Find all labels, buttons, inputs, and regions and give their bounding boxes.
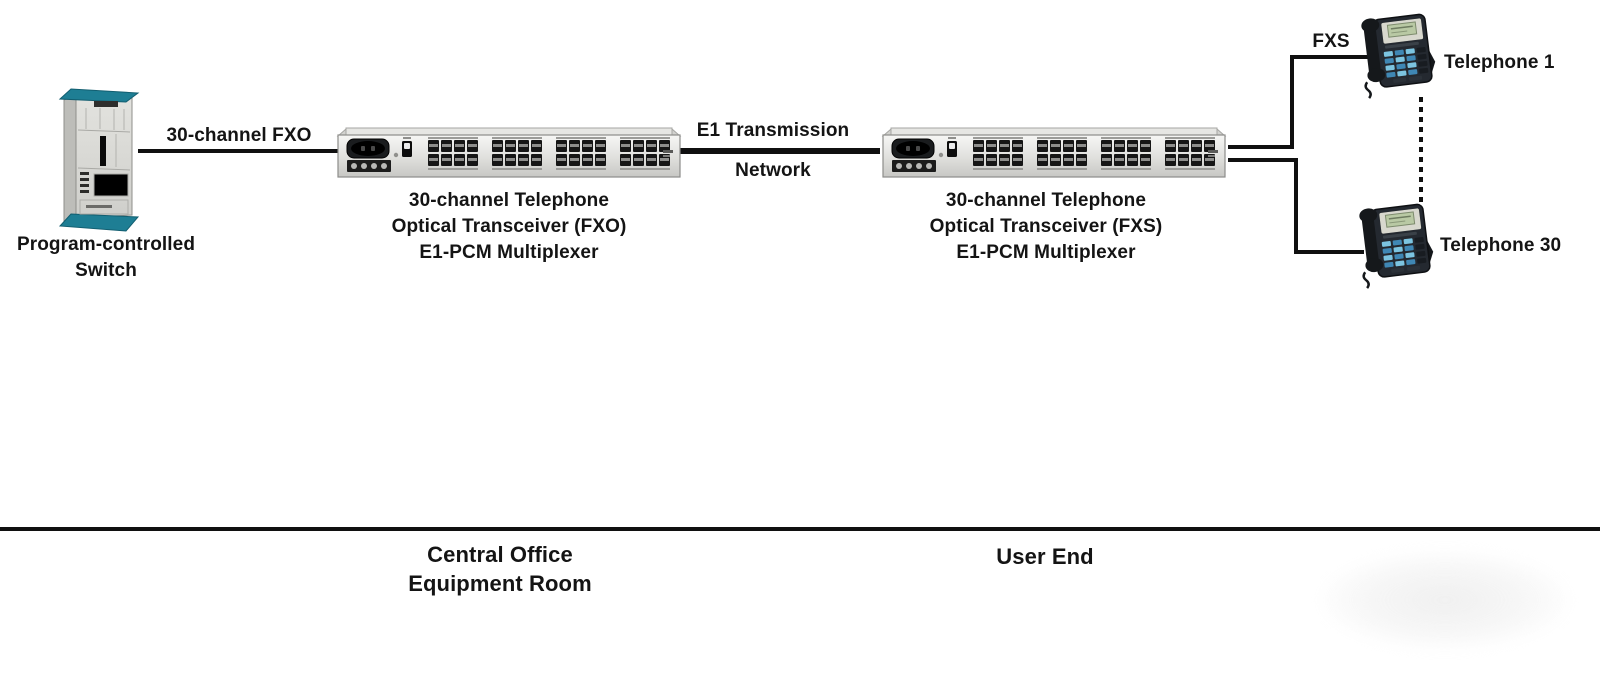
switch-label: Program-controlled Switch	[8, 232, 204, 284]
link-phone30-line-h2	[1294, 250, 1364, 254]
mux-fxo-label-line2: Optical Transceiver (FXO)	[391, 216, 627, 237]
watermark-smudge	[1320, 550, 1570, 650]
link-phone30-line-h1	[1228, 158, 1298, 162]
mux-fxs-label: 30-channel Telephone Optical Transceiver…	[870, 188, 1222, 266]
link-e1-label-line1: E1 Transmission	[696, 120, 850, 141]
link-fxs-line-h2	[1290, 55, 1380, 59]
zone-central-office-line2: Equipment Room	[408, 571, 592, 596]
link-fxs-label: FXS	[1312, 31, 1350, 52]
phones-ellipsis-dotted-line	[1419, 97, 1423, 203]
switch-cabinet-icon	[56, 84, 140, 232]
link-fxs-line-v	[1290, 55, 1294, 149]
mux-fxo-label-line1: 30-channel Telephone	[408, 190, 610, 211]
link-e1-label-line2: Network	[735, 160, 811, 181]
zone-central-office-line1: Central Office	[427, 542, 573, 567]
mux-fxs-label-line1: 30-channel Telephone	[945, 190, 1147, 211]
switch-label-line1: Program-controlled	[16, 234, 196, 255]
switch-label-line2: Switch	[75, 260, 137, 281]
link-phone30-line-v	[1294, 158, 1298, 254]
link-fxs-line-h1	[1228, 145, 1294, 149]
zone-user-end-label: User End	[996, 544, 1094, 569]
telephone-30-icon	[1348, 198, 1448, 290]
mux-fxo-label: 30-channel Telephone Optical Transceiver…	[336, 188, 682, 266]
zone-central-office-label: Central Office Equipment Room	[370, 540, 630, 598]
telephone-30-label: Telephone 30	[1440, 235, 1562, 256]
mux-fxo-device-icon	[336, 127, 682, 179]
link-e1-line	[680, 148, 880, 154]
mux-fxs-label-line2: Optical Transceiver (FXS)	[929, 216, 1163, 237]
link-fxo-line	[138, 149, 338, 153]
link-fxo-label: 30-channel FXO	[166, 125, 312, 146]
zone-divider-line	[0, 527, 1600, 531]
mux-fxo-label-line3: E1-PCM Multiplexer	[419, 242, 599, 263]
mux-fxs-label-line3: E1-PCM Multiplexer	[956, 242, 1136, 263]
mux-fxs-device-icon	[878, 127, 1230, 179]
telephone-1-icon	[1350, 8, 1450, 100]
telephone-1-label: Telephone 1	[1444, 52, 1555, 73]
